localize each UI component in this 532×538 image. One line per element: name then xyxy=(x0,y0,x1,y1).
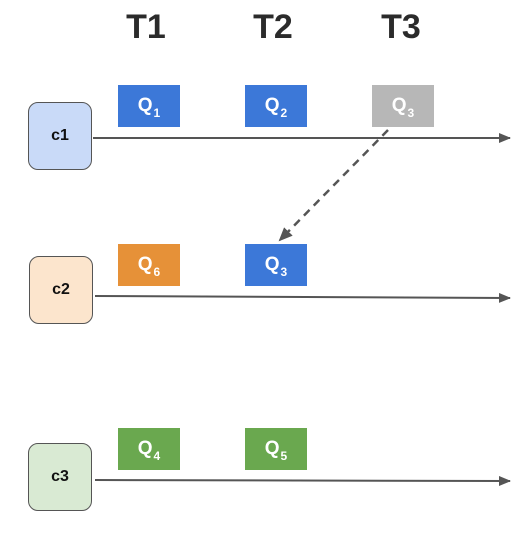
column-header-t3: T3 xyxy=(381,8,421,46)
task-letter: Q xyxy=(264,438,280,459)
task-letter: Q xyxy=(391,95,407,116)
task-subscript: 5 xyxy=(280,449,288,463)
task-subscript: 3 xyxy=(280,265,288,279)
task-letter: Q xyxy=(137,438,153,459)
task-subscript: 1 xyxy=(153,106,161,120)
client-node-c2: c2 xyxy=(29,256,93,324)
task-subscript: 2 xyxy=(280,106,288,120)
task-subscript: 6 xyxy=(153,265,161,279)
column-header-t2: T2 xyxy=(253,8,293,46)
timeline-arrow-c3 xyxy=(94,475,511,486)
client-node-c1: c1 xyxy=(28,102,92,170)
column-header-t1: T1 xyxy=(126,8,166,46)
task-letter: Q xyxy=(264,95,280,116)
migration-arrow xyxy=(278,129,389,242)
task-letter: Q xyxy=(264,254,280,275)
task-subscript: 4 xyxy=(153,449,161,463)
task-subscript: 3 xyxy=(407,106,415,120)
task-letter: Q xyxy=(137,254,153,275)
task-letter: Q xyxy=(137,95,153,116)
timeline-arrow-c2 xyxy=(94,292,511,303)
client-node-c3: c3 xyxy=(28,443,92,511)
